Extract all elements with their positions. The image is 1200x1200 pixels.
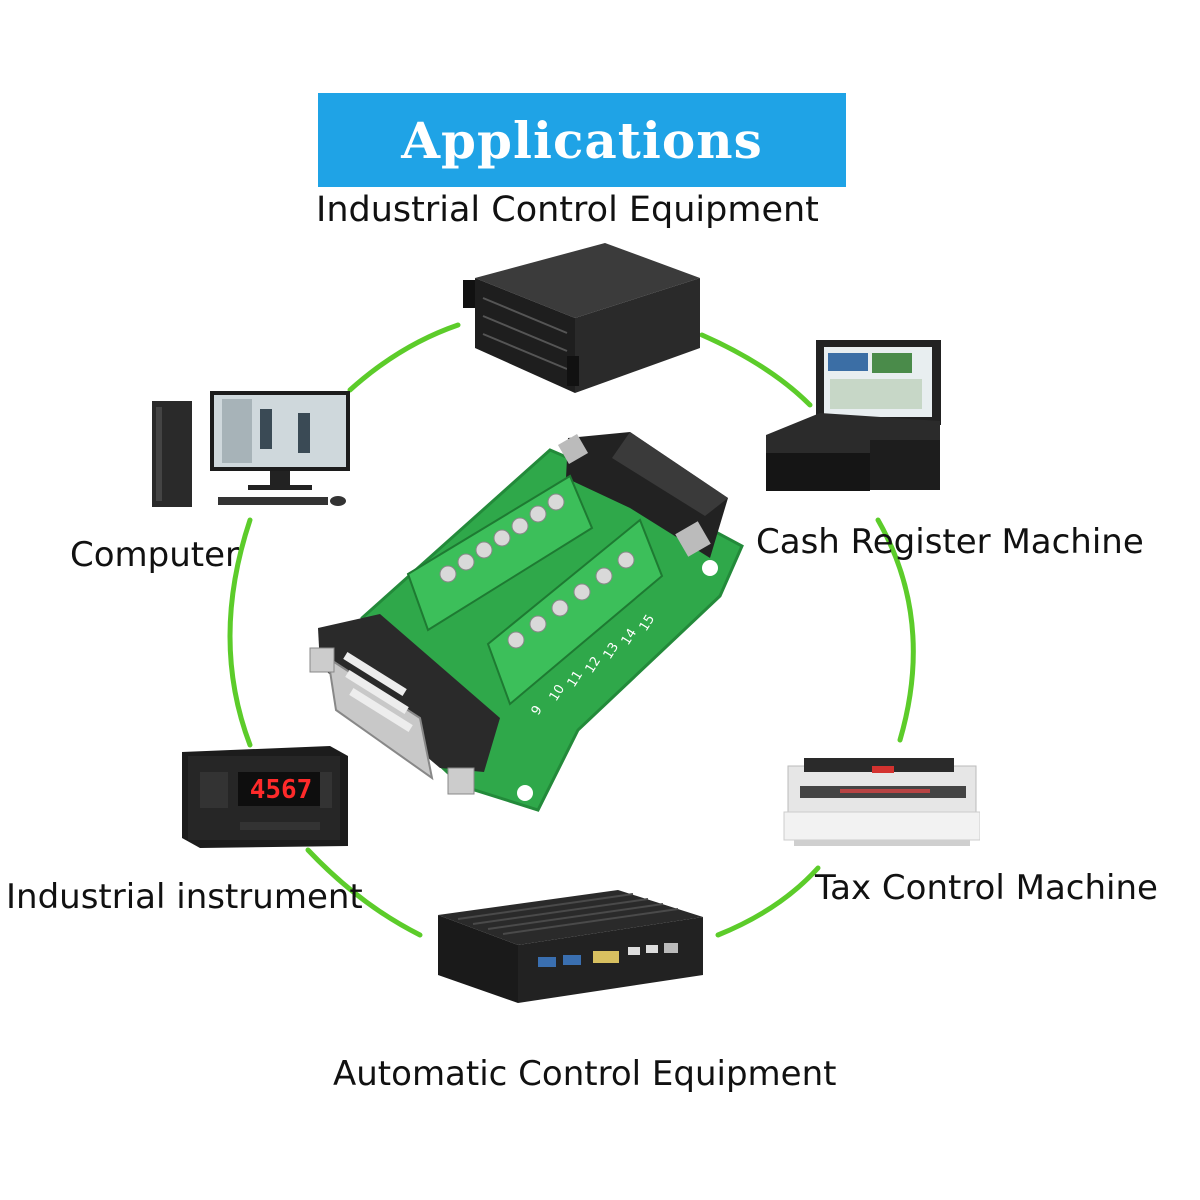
computer-image xyxy=(152,391,350,507)
pin-label: 10 xyxy=(547,682,568,704)
label-industrial-control-equipment: Industrial Control Equipment xyxy=(316,190,819,230)
ring-arc-left xyxy=(227,517,253,748)
rack-server-image xyxy=(463,243,700,393)
box-pc-image xyxy=(438,890,703,1003)
instrument-display-value: 4567 xyxy=(250,775,313,805)
label-cash-register-machine: Cash Register Machine xyxy=(756,522,1144,562)
ring-arc-bottom-right xyxy=(715,865,821,938)
banner-title: Applications xyxy=(401,110,763,170)
label-industrial-instrument: Industrial instrument xyxy=(6,877,363,917)
ring-arc-bottom-left xyxy=(305,847,423,938)
pin-label: 13 xyxy=(601,640,622,662)
pin-label: 14 xyxy=(619,626,640,648)
pin-label: 15 xyxy=(637,612,658,634)
label-automatic-control-equipment: Automatic Control Equipment xyxy=(333,1054,837,1094)
db15-terminal-board-image: 9 10 11 12 13 14 15 xyxy=(309,432,744,812)
pin-label: 11 xyxy=(565,668,586,690)
applications-banner: Applications xyxy=(318,93,846,187)
label-tax-control-machine: Tax Control Machine xyxy=(815,868,1158,908)
printer-image xyxy=(783,758,980,846)
ring-arc-top-right xyxy=(699,332,813,408)
ring-arc-top-left xyxy=(347,322,461,393)
cash-register-image xyxy=(766,340,941,491)
industrial-instrument-image: 4567 xyxy=(182,746,348,848)
ring-arc-right xyxy=(875,517,916,743)
pin-label: 12 xyxy=(583,654,604,676)
label-computer: Computer xyxy=(70,535,240,575)
